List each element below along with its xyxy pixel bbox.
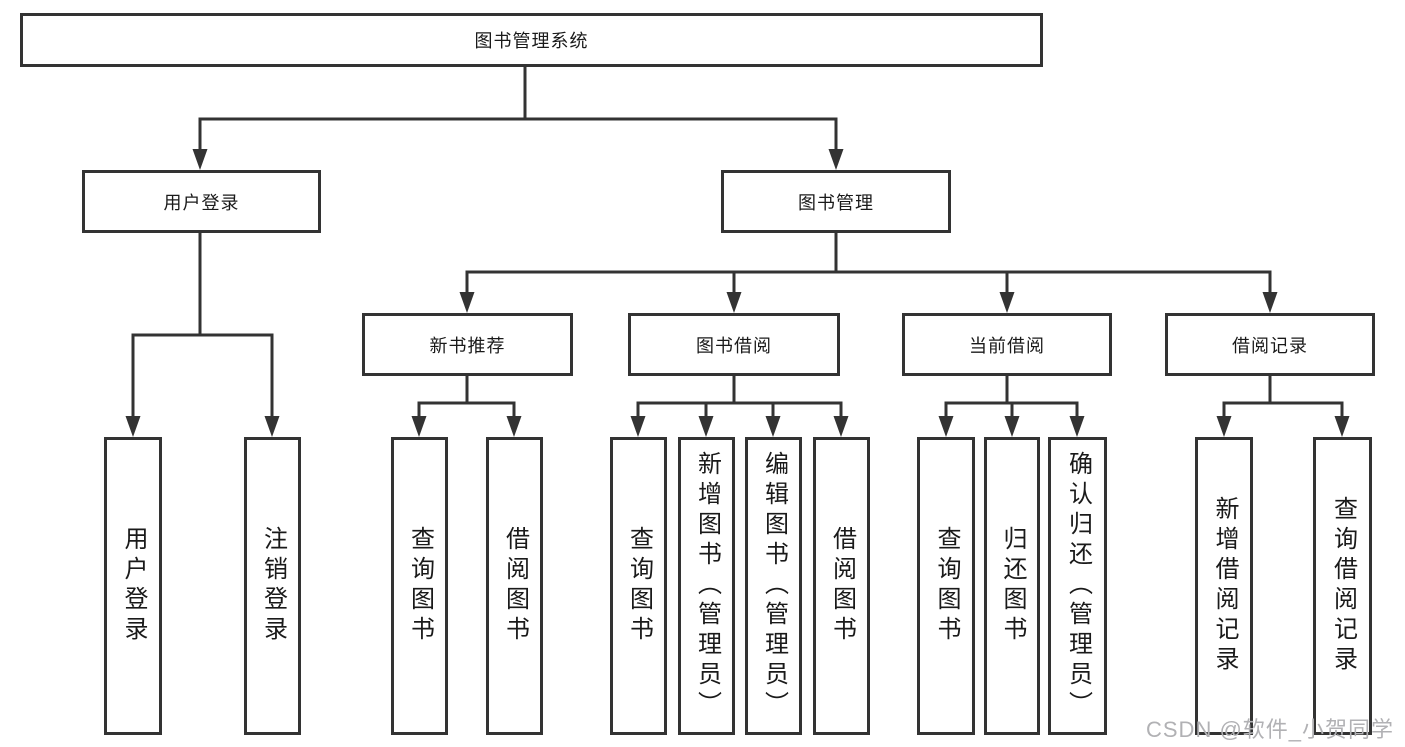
- leaf-confirm-return-admin: 确认归还（管理员）: [1048, 437, 1107, 735]
- leaf-query-borrow-record: 查询借阅记录: [1313, 437, 1372, 735]
- node-new-book-recommendation: 新书推荐: [362, 313, 573, 376]
- leaf-label: 编辑图书（管理员）: [760, 451, 788, 721]
- node-label: 图书管理: [798, 192, 874, 213]
- leaf-query-books-recommend: 查询图书: [391, 437, 448, 735]
- node-label: 新书推荐: [429, 335, 506, 356]
- leaf-label: 查询借阅记录: [1329, 496, 1357, 676]
- node-label: 图书管理系统: [474, 31, 589, 51]
- node-library-management-system: 图书管理系统: [20, 13, 1043, 67]
- leaf-borrow-books-borrowing: 借阅图书: [813, 437, 870, 735]
- leaf-query-books-borrowing: 查询图书: [610, 437, 667, 735]
- node-user-login: 用户登录: [82, 170, 321, 233]
- leaf-edit-book-admin: 编辑图书（管理员）: [745, 437, 802, 735]
- node-label: 当前借阅: [969, 335, 1045, 356]
- leaf-label: 归还图书: [999, 526, 1026, 646]
- leaf-query-books-current: 查询图书: [917, 437, 975, 735]
- arrowheads: [125, 149, 1350, 437]
- node-label: 用户登录: [163, 192, 240, 213]
- leaf-logout: 注销登录: [244, 437, 301, 735]
- node-current-borrowing: 当前借阅: [902, 313, 1112, 376]
- leaf-label: 确认归还（管理员）: [1064, 451, 1092, 721]
- leaf-add-book-admin: 新增图书（管理员）: [678, 437, 735, 735]
- leaf-return-books: 归还图书: [984, 437, 1040, 735]
- node-label: 借阅记录: [1232, 335, 1308, 356]
- leaf-label: 查询图书: [933, 526, 960, 646]
- leaf-label: 查询图书: [406, 526, 434, 646]
- leaf-label: 借阅图书: [828, 526, 856, 646]
- node-borrowing-records: 借阅记录: [1165, 313, 1375, 376]
- leaf-label: 新增借阅记录: [1211, 496, 1238, 676]
- leaf-add-borrow-record: 新增借阅记录: [1195, 437, 1253, 735]
- leaf-label: 查询图书: [625, 526, 653, 646]
- leaf-label: 借阅图书: [501, 526, 529, 646]
- leaf-label: 用户登录: [120, 526, 147, 646]
- leaf-label: 注销登录: [259, 526, 287, 646]
- leaf-user-login: 用户登录: [104, 437, 162, 735]
- leaf-label: 新增图书（管理员）: [693, 451, 721, 721]
- node-label: 图书借阅: [696, 335, 772, 356]
- node-book-management: 图书管理: [721, 170, 951, 233]
- leaf-borrow-books-recommend: 借阅图书: [486, 437, 543, 735]
- node-book-borrowing: 图书借阅: [628, 313, 840, 376]
- csdn-watermark: CSDN @软件_小贺同学: [1146, 717, 1395, 742]
- connector-lines: [131, 67, 1344, 419]
